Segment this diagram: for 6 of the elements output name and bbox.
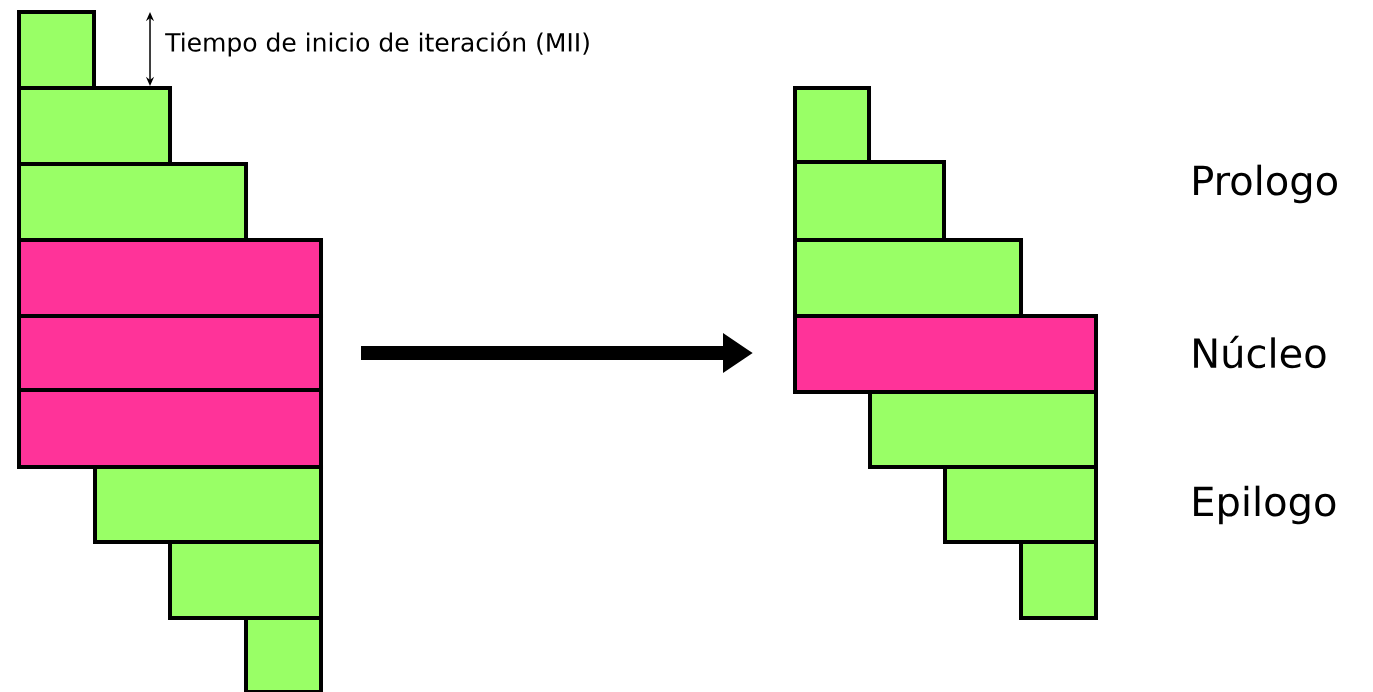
label-text: Epilogo xyxy=(1194,485,1336,525)
bar-block xyxy=(244,616,323,692)
label-text: Tiempo de inicio de iteración (MII) xyxy=(165,31,589,57)
bar-block xyxy=(793,314,1098,394)
label-text: Núcleo xyxy=(1194,335,1326,369)
label-text: Prologo xyxy=(1194,164,1337,204)
